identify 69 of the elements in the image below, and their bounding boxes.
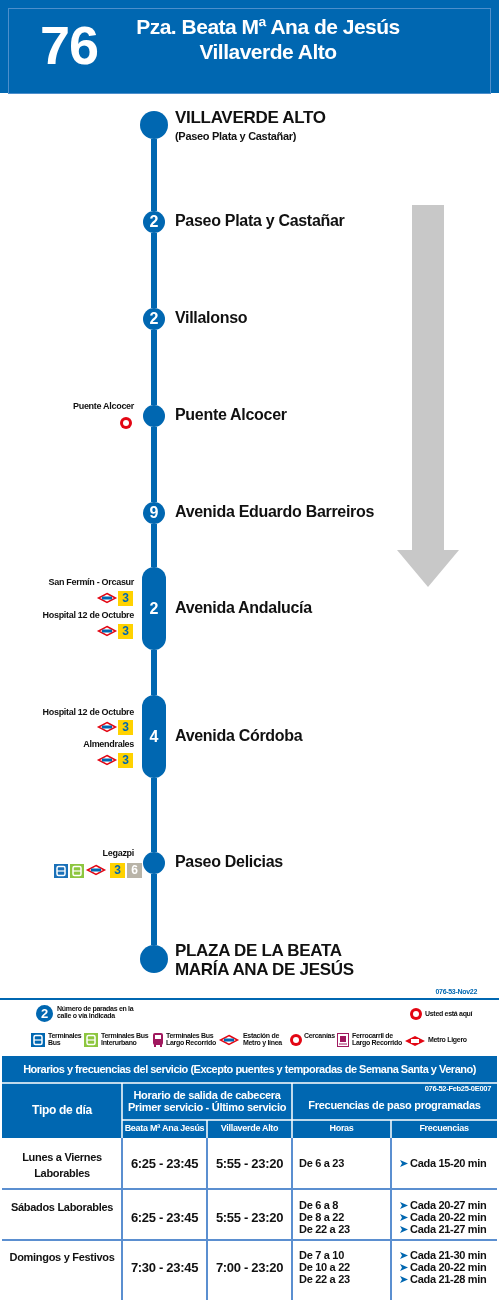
transfer-name: Almendrales <box>83 740 134 750</box>
table-cell-text: Cada 15-20 min <box>410 1157 487 1170</box>
stop-marker: 9 <box>143 502 165 524</box>
table-cell-text: De 10 a 22 <box>299 1261 350 1274</box>
stop-marker: 2 <box>142 567 166 650</box>
route-line <box>151 778 157 852</box>
route-line <box>151 874 157 945</box>
table-cell-text: 7:30 - 23:45 <box>129 1261 200 1276</box>
stop-subtitle: (Paseo Plata y Castañar) <box>175 130 297 143</box>
route-line <box>151 524 157 567</box>
table-cell-text: Domingos y Festivos <box>8 1250 116 1265</box>
column-header: Horario de salida de cabecera Primer servicio - Último servicio <box>126 1089 288 1114</box>
route-line <box>151 650 157 695</box>
table-cell-text: Cada 21-28 min <box>410 1273 487 1286</box>
line-badge: 6 <box>127 863 142 878</box>
stop-name: PLAZA DE LA BEATA MARÍA ANA DE JESÚS <box>175 942 355 980</box>
column-header: Horas <box>328 1124 355 1134</box>
stop-name: Avenida Andalucía <box>175 598 312 617</box>
table-cell-text: 5:55 - 23:20 <box>214 1211 285 1226</box>
line-badge: 3 <box>118 591 133 606</box>
stop-marker: 4 <box>142 695 166 778</box>
column-header: Frecuencias de paso programadas <box>307 1099 482 1112</box>
stop-marker: 2 <box>143 211 165 233</box>
table-cell-text: De 22 a 23 <box>299 1223 350 1236</box>
column-header: Beata Mª Ana Jesús <box>123 1124 206 1134</box>
stop-name: Paseo Plata y Castañar <box>175 212 345 230</box>
route-line <box>151 233 157 308</box>
route-line <box>151 139 157 211</box>
stop-name: Puente Alcocer <box>175 406 287 424</box>
stop-name: Avenida Córdoba <box>175 726 303 745</box>
table-cell-text: Cada 20-22 min <box>410 1211 487 1224</box>
table-cell-text: 5:55 - 23:20 <box>214 1157 285 1172</box>
table-cell-text: De 6 a 23 <box>299 1157 344 1170</box>
line-badge: 3 <box>118 753 133 768</box>
table-cell-text: 6:25 - 23:45 <box>129 1211 200 1226</box>
line-badge: 3 <box>118 624 133 639</box>
table-cell-text: Cada 20-22 min <box>410 1261 487 1274</box>
route-number: 76 <box>40 18 99 72</box>
transfer-name: Legazpi <box>102 849 134 859</box>
table-cell-text: De 7 a 10 <box>299 1249 344 1262</box>
stop-name: VILLAVERDE ALTO <box>175 109 326 128</box>
stop-name: Paseo Delicias <box>175 853 283 871</box>
table-cell-text: Lunes a Viernes Laborables <box>21 1150 103 1181</box>
stop-name: Villalonso <box>175 309 248 327</box>
table-title: Horarios y frecuencias del servicio (Excepto puentes y temporadas de Semana Santa y Verano) <box>22 1063 477 1076</box>
table-cell-text: De 22 a 23 <box>299 1273 350 1286</box>
stop-name: Avenida Eduardo Barreiros <box>175 503 375 521</box>
table-cell-text: 7:00 - 23:20 <box>214 1261 285 1276</box>
route-line <box>151 330 157 405</box>
table-cell-text: Cada 20-27 min <box>410 1199 487 1212</box>
line-badge: 3 <box>110 863 125 878</box>
column-header: Villaverde Alto <box>219 1124 280 1134</box>
column-header: Frecuencias <box>418 1124 470 1134</box>
transfer-name: Hospital 12 de Octubre <box>42 708 134 718</box>
line-badge: 3 <box>118 720 133 735</box>
table-cell-text: 6:25 - 23:45 <box>129 1157 200 1172</box>
transfer-name: Hospital 12 de Octubre <box>42 611 134 621</box>
stop-marker: 2 <box>143 308 165 330</box>
column-header: Tipo de día <box>31 1104 94 1118</box>
table-cell-text: De 6 a 8 <box>299 1199 339 1212</box>
table-cell-text: De 8 a 22 <box>299 1211 344 1224</box>
route-title: Pza. Beata Mª Ana de Jesús Villaverde Alto <box>135 14 401 65</box>
table-cell-text: Cada 21-27 min <box>410 1223 487 1236</box>
route-line <box>151 427 157 502</box>
transfer-name: Puente Alcocer <box>73 402 134 412</box>
table-cell-text: Sábados Laborables <box>9 1200 115 1215</box>
table-cell-text: Cada 21-30 min <box>410 1249 487 1262</box>
stop-count-symbol: 2 <box>36 1005 53 1022</box>
transfer-name: San Fermín - Orcasur <box>48 578 134 588</box>
